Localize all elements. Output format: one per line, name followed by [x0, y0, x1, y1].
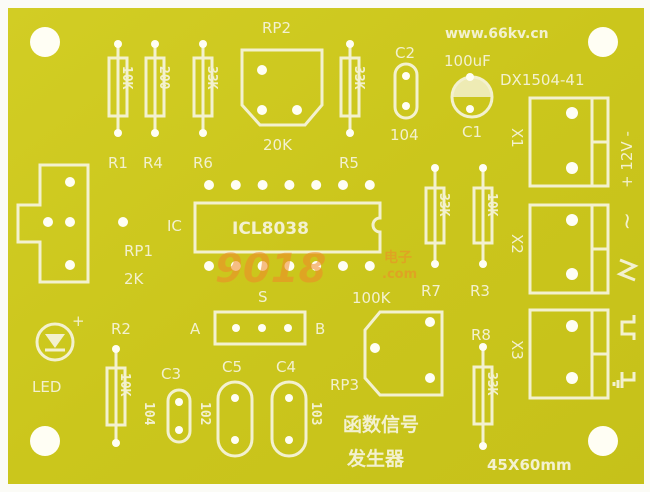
svg-text:104: 104 — [141, 402, 156, 426]
rp2-footprint: RP2 20K — [240, 19, 324, 154]
ic-pin-pad — [364, 261, 375, 271]
svg-text:C4: C4 — [276, 358, 296, 376]
svg-text:R6: R6 — [193, 154, 213, 172]
svg-text:C5: C5 — [222, 358, 242, 376]
svg-text:X3: X3 — [508, 340, 526, 360]
ic-pin-pad — [338, 180, 348, 190]
svg-text:100uF: 100uF — [444, 52, 491, 70]
svg-text:102: 102 — [197, 402, 212, 425]
rp3-footprint: 100K RP3 — [330, 289, 444, 397]
mounting-holes — [30, 27, 618, 456]
svg-text:S: S — [258, 288, 268, 306]
resistor-r1: 10K R1 — [107, 40, 134, 172]
resistor-r6: 33K R6 — [192, 40, 219, 172]
capacitor-c3: C3 104 — [141, 365, 192, 444]
terminal-x2: X2 ~ — [508, 203, 639, 295]
svg-text:33K: 33K — [436, 193, 451, 217]
ic-pin-pad — [257, 261, 268, 271]
url-text: www.66kv.cn — [445, 26, 549, 42]
terminal-x1: X1 + 12V - — [508, 96, 636, 188]
triangle-wave-icon — [616, 258, 639, 282]
svg-text:LED: LED — [32, 378, 61, 396]
svg-text:200: 200 — [156, 66, 171, 90]
resistor-r8: R8 33K — [471, 326, 499, 450]
capacitor-c2: C2 104 — [390, 44, 419, 144]
svg-text:R2: R2 — [111, 320, 131, 338]
resistor-r5: 33K R5 — [339, 40, 366, 172]
svg-text:IC: IC — [167, 217, 182, 235]
svg-text:33K: 33K — [204, 66, 219, 90]
board-title-line2: 发生器 — [346, 447, 405, 470]
svg-text:R5: R5 — [339, 154, 359, 172]
resistor-r4: 200 R4 — [143, 40, 171, 172]
terminal-x3: X3 — [508, 308, 636, 400]
board-size: 45X60mm — [487, 456, 572, 474]
ic-pin-pad — [230, 261, 241, 271]
svg-text:100K: 100K — [352, 289, 392, 307]
svg-text:104: 104 — [390, 126, 419, 144]
ic-pin-pad — [311, 180, 322, 190]
capacitor-c4: C4 103 — [270, 358, 323, 458]
svg-text:ICL8038: ICL8038 — [232, 219, 309, 239]
svg-text:+ 12V -: + 12V - — [618, 131, 636, 188]
svg-text:电子: 电子 — [384, 249, 412, 266]
resistor-r2: R2 10K — [105, 320, 132, 447]
ic-footprint: IC ICL8038 — [167, 180, 382, 271]
svg-text:A: A — [190, 320, 201, 338]
board-substrate — [8, 8, 644, 484]
svg-text:10K: 10K — [117, 373, 132, 397]
watermark: 9018 电子 .com — [215, 246, 417, 292]
svg-text:+: + — [72, 312, 85, 330]
square-wave-icon — [620, 315, 636, 340]
ic-pin-pad — [338, 261, 348, 271]
svg-text:X2: X2 — [508, 234, 526, 254]
svg-text:C1: C1 — [462, 123, 482, 141]
ic-pin-pad — [311, 261, 322, 271]
svg-text:33K: 33K — [484, 372, 499, 396]
ic-pin-pad — [364, 180, 375, 190]
svg-text:C2: C2 — [395, 44, 415, 62]
svg-text:R8: R8 — [471, 326, 491, 344]
diode-icon — [45, 334, 65, 348]
rp2-value: 20K — [263, 136, 293, 154]
svg-text:33K: 33K — [351, 66, 366, 90]
resistor-r3: 10K R3 — [470, 164, 499, 300]
model-text: DX1504-41 — [500, 71, 585, 89]
svg-text:R4: R4 — [143, 154, 163, 172]
svg-text:R1: R1 — [108, 154, 128, 172]
svg-text:.com: .com — [382, 267, 417, 282]
rp2-label: RP2 — [262, 19, 291, 37]
ic-pin-pad — [230, 180, 241, 190]
capacitor-c5: C5 102 — [197, 358, 254, 458]
svg-text:B: B — [315, 320, 325, 338]
ic-pin-pad — [257, 180, 268, 190]
board-title-line1: 函数信号 — [343, 413, 419, 436]
switch-s: S A B — [190, 288, 325, 346]
svg-text:R7: R7 — [421, 282, 441, 300]
ground-icon — [612, 372, 636, 388]
svg-text:RP3: RP3 — [330, 376, 359, 394]
svg-text:~: ~ — [614, 212, 639, 230]
svg-text:RP1: RP1 — [124, 242, 153, 260]
svg-text:2K: 2K — [124, 270, 145, 288]
svg-text:10K: 10K — [484, 193, 499, 217]
svg-text:R3: R3 — [470, 282, 490, 300]
ic-pin-pad — [204, 261, 214, 271]
svg-text:C3: C3 — [161, 365, 181, 383]
svg-text:103: 103 — [308, 402, 323, 425]
svg-text:X1: X1 — [508, 128, 526, 148]
capacitor-c1: 100uF C1 — [444, 52, 494, 141]
ic-pin-pad — [284, 180, 295, 190]
svg-text:9018: 9018 — [215, 246, 326, 292]
svg-text:10K: 10K — [119, 66, 134, 90]
led-footprint: + LED — [32, 312, 85, 396]
resistor-r7: 33K R7 — [421, 164, 451, 300]
ic-pin-pad — [284, 261, 295, 271]
rp1-footprint: RP1 2K — [16, 163, 153, 288]
ic-pin-pad — [204, 180, 214, 190]
